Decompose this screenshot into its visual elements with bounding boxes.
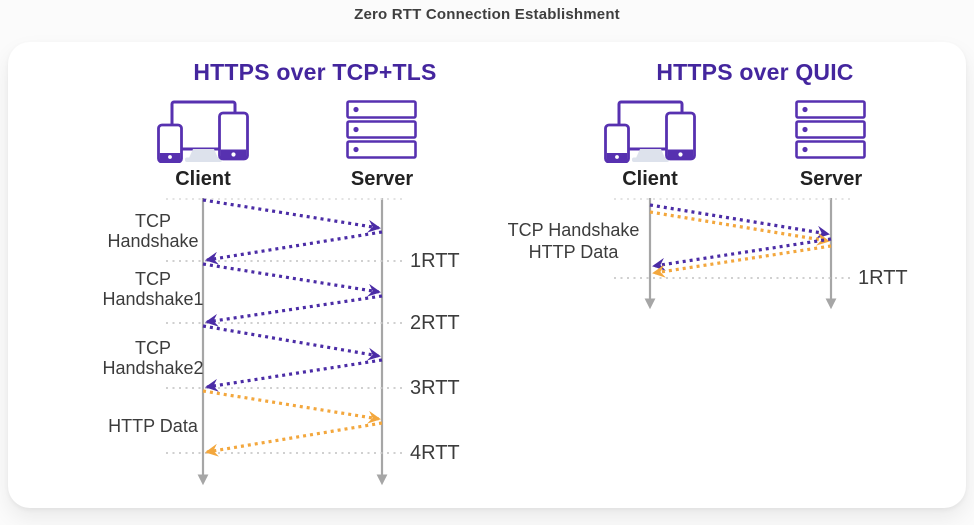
step-label: TCP Handshake1 (63, 269, 243, 309)
quic-panel-heading: HTTPS over QUIC (656, 59, 854, 85)
quic-arrow-purple-back (652, 237, 832, 271)
phone-icon (604, 123, 630, 163)
rtt-label: 4RTT (410, 442, 460, 464)
quic-server-label: Server (799, 168, 863, 190)
tcp-timelines (197, 198, 388, 486)
tcp-arrow-data-back (205, 421, 383, 457)
monitor-stand (189, 149, 218, 158)
tcp-arrow-1-out (202, 198, 381, 233)
step-label-line: Handshake (107, 231, 199, 251)
client-devices-icon (604, 100, 696, 163)
tcp-arrow-2-out (202, 262, 381, 297)
step-label: TCP Handshake HTTP Data (476, 219, 671, 263)
tcp-client-label: Client (175, 168, 231, 190)
step-label-line: TCP (135, 269, 171, 289)
phone-icon (157, 123, 183, 163)
step-label-line: Handshake1 (102, 289, 204, 309)
monitor-stand (636, 149, 665, 158)
quic-rtt-guides (614, 198, 854, 279)
quic-arrow-orange-back (652, 244, 832, 278)
rtt-label: 1RTT (410, 250, 460, 272)
tcp-arrow-1-back (205, 230, 383, 265)
page-title: Zero RTT Connection Establishment (354, 6, 620, 23)
tcp-server-label: Server (350, 168, 414, 190)
comparison-card: HTTPS over TCP+TLS HTTPS over QUIC (8, 42, 966, 508)
quic-client-label: Client (622, 168, 678, 190)
tablet-dot (231, 152, 236, 157)
diagram-canvas (166, 198, 854, 486)
phone-dot (615, 155, 619, 159)
quic-arrow-orange-out (649, 210, 830, 246)
tablet-dot (678, 152, 683, 157)
step-label-line: Handshake2 (102, 358, 204, 378)
rtt-label: 1RTT (858, 267, 908, 289)
step-label-line: TCP (135, 211, 171, 231)
phone-dot (168, 155, 172, 159)
step-label-line: HTTP Data (108, 416, 198, 436)
step-label: TCP Handshake2 (63, 338, 243, 378)
tcp-handshake-arrows (202, 198, 383, 457)
rtt-label: 3RTT (410, 377, 460, 399)
tablet-icon (665, 111, 696, 161)
monitor-base (185, 157, 222, 162)
tablet-icon (218, 111, 249, 161)
step-label-line: TCP Handshake (507, 220, 640, 240)
step-label-line: HTTP Data (528, 242, 619, 262)
quic-timelines (644, 198, 837, 310)
tcp-arrow-3-back (205, 358, 383, 392)
step-label: HTTP Data (63, 416, 243, 436)
quic-arrow-purple-out (649, 203, 830, 239)
monitor-base (632, 157, 669, 162)
step-label: TCP Handshake (63, 211, 243, 251)
rtt-label: 2RTT (410, 312, 460, 334)
quic-handshake-arrows (649, 203, 832, 278)
tcp-arrow-3-out (202, 324, 381, 361)
client-devices-icon (157, 100, 249, 163)
tcp-panel-heading: HTTPS over TCP+TLS (193, 59, 437, 85)
tcp-arrow-2-back (205, 294, 383, 327)
step-label-line: TCP (135, 338, 171, 358)
tcp-arrow-data-out (202, 389, 381, 424)
server-stack-icon (346, 100, 417, 159)
server-stack-icon (795, 100, 866, 159)
